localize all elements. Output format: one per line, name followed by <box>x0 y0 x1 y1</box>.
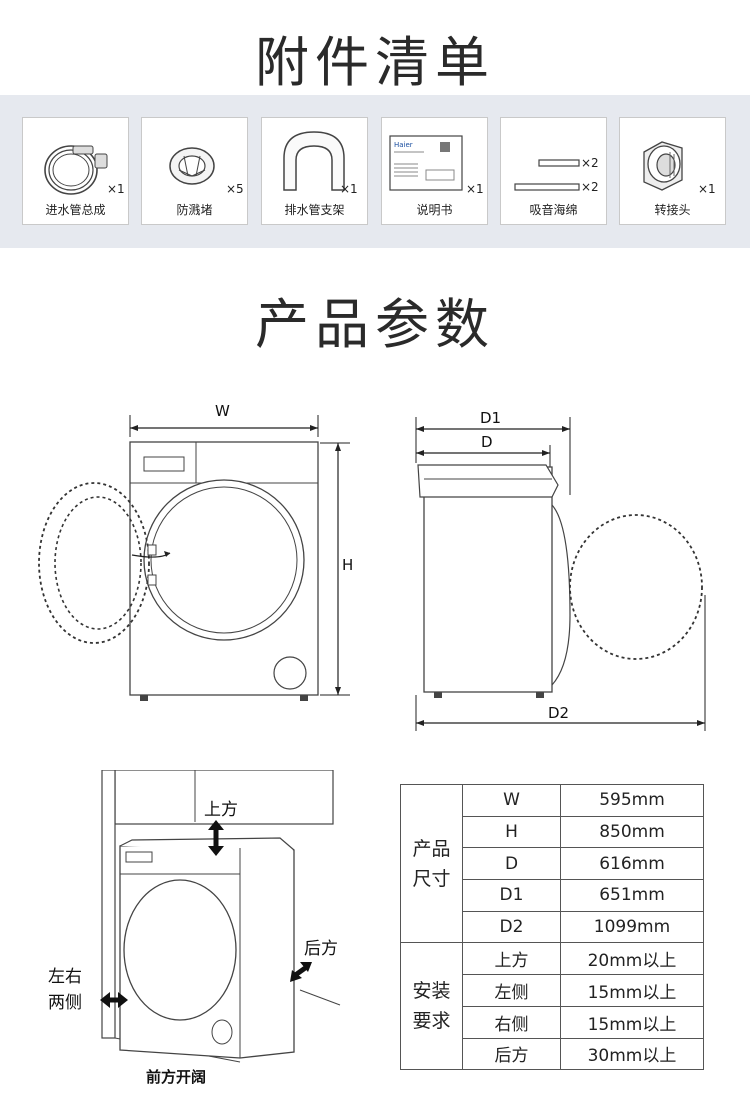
table-key: W <box>462 784 561 817</box>
table-key: H <box>462 815 561 849</box>
table-key: 后方 <box>462 1037 561 1071</box>
accessory-label: 防溅堵 <box>176 203 213 217</box>
accessory-qty: ×1 <box>698 182 716 196</box>
table-key: D2 <box>462 910 561 944</box>
label-h: H <box>342 556 354 574</box>
table-value: 30mm以上 <box>560 1037 704 1071</box>
label-d1: D1 <box>480 409 502 427</box>
label-d2: D2 <box>548 704 570 722</box>
installation-diagram <box>100 770 341 1063</box>
install-group-label: 安装 要求 <box>400 942 463 1071</box>
accessory-qty: ×1 <box>340 182 358 196</box>
manual-icon: Haier <box>389 135 463 191</box>
accessory-label: 排水管支架 <box>284 203 345 217</box>
table-value: 651mm <box>560 879 704 912</box>
accessory-label: 说明书 <box>416 203 453 217</box>
drain-bracket-icon <box>283 131 345 191</box>
table-row: 产品 尺寸 W 595mm <box>400 783 704 944</box>
table-value: 20mm以上 <box>560 942 704 976</box>
accessory-label: 转接头 <box>654 203 691 217</box>
table-row: 右侧 15mm以上 <box>401 1005 704 1039</box>
table-value: 616mm <box>560 847 704 881</box>
accessory-label: 进水管总成 <box>45 203 106 217</box>
accessory-qty: ×5 <box>226 182 244 196</box>
table-row: H 850mm <box>401 815 704 849</box>
accessory-qty-b: ×2 <box>581 180 599 194</box>
accessory-qty: ×1 <box>107 182 125 196</box>
adapter-icon <box>643 141 683 191</box>
manual-logo: Haier <box>394 141 413 149</box>
install-front-label: 前方开阔 <box>146 1068 207 1086</box>
size-group-label: 产品 尺寸 <box>400 783 463 944</box>
accessory-card-hose: ×1 进水管总成 <box>22 117 129 225</box>
table-row: 安装 要求 上方 20mm以上 <box>400 942 704 1071</box>
accessory-label: 吸音海绵 <box>529 203 578 217</box>
table-key: 左侧 <box>462 974 561 1007</box>
table-row: D1 651mm <box>401 879 704 912</box>
install-left-label-1: 左右 <box>48 967 82 987</box>
sponge-icon <box>514 159 580 191</box>
table-value: 15mm以上 <box>560 1005 704 1039</box>
install-left-label-2: 两侧 <box>48 993 82 1013</box>
accessory-qty-a: ×2 <box>581 156 599 170</box>
table-row: 后方 30mm以上 <box>401 1037 704 1071</box>
hose-icon <box>44 145 108 195</box>
table-key: D <box>462 847 561 881</box>
spec-table: 产品 尺寸 W 595mm H 850mm D 616mm D1 651mm D… <box>400 783 704 1071</box>
accessory-card-manual: Haier ×1 说明书 <box>381 117 488 225</box>
install-top-label: 上方 <box>204 800 238 820</box>
table-row: D 616mm <box>401 847 704 881</box>
accessory-card-sponge: ×2 ×2 吸音海绵 <box>500 117 607 225</box>
front-view-diagram <box>38 415 350 701</box>
table-key: 右侧 <box>462 1005 561 1039</box>
accessory-card-splash-plug: ×5 防溅堵 <box>141 117 248 225</box>
accessory-card-adapter: ×1 转接头 <box>619 117 726 225</box>
accessory-qty: ×1 <box>466 182 484 196</box>
side-view-diagram <box>415 417 706 731</box>
params-title: 产品参数 <box>255 293 495 356</box>
table-key: D1 <box>462 879 561 912</box>
table-value: 595mm <box>560 784 704 817</box>
table-value: 1099mm <box>560 910 704 944</box>
table-key: 上方 <box>462 942 561 976</box>
install-back-label: 后方 <box>304 939 338 959</box>
table-value: 850mm <box>560 815 704 849</box>
accessory-card-drain-bracket: ×1 排水管支架 <box>261 117 368 225</box>
table-value: 15mm以上 <box>560 974 704 1007</box>
table-row: 左侧 15mm以上 <box>401 974 704 1007</box>
splash-plug-icon <box>169 147 215 185</box>
label-w: W <box>215 402 230 420</box>
label-d: D <box>481 433 493 451</box>
accessories-title: 附件清单 <box>255 31 495 94</box>
